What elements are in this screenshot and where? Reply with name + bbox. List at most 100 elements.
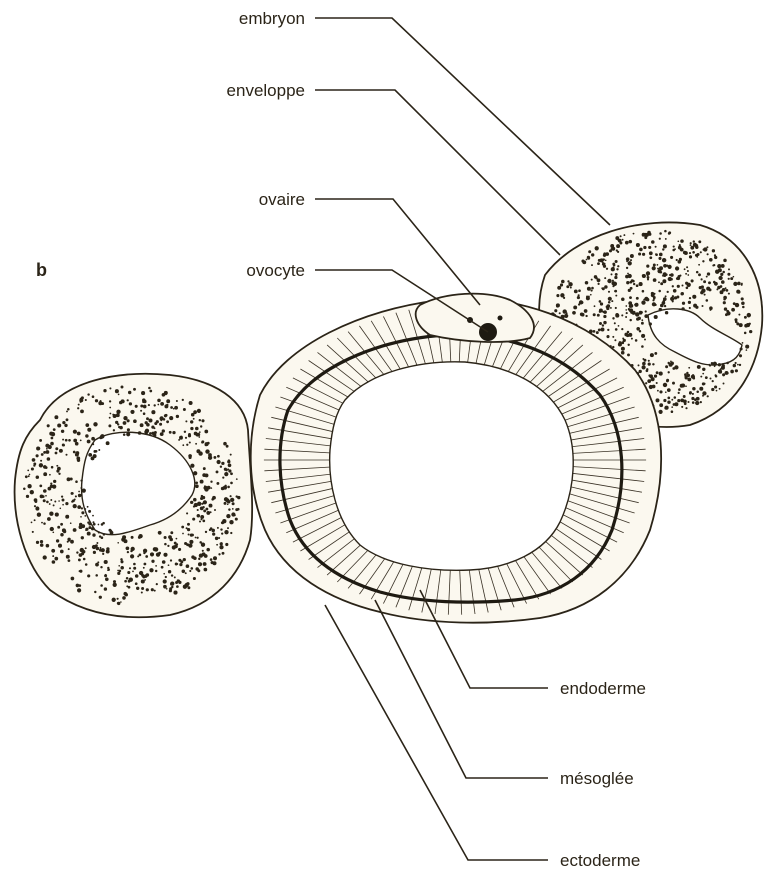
- stipple-dot: [636, 303, 638, 305]
- stipple-dot: [93, 523, 96, 526]
- stipple-dot: [636, 297, 639, 300]
- stipple-dot: [209, 504, 213, 508]
- stipple-dot: [31, 522, 33, 524]
- stipple-dot: [656, 371, 659, 374]
- stipple-dot: [201, 419, 204, 422]
- stipple-dot: [672, 295, 674, 297]
- stipple-dot: [647, 276, 650, 279]
- stipple-dot: [112, 598, 116, 602]
- stipple-dot: [722, 271, 725, 274]
- stipple-dot: [178, 559, 181, 562]
- stipple-dot: [197, 409, 201, 413]
- stipple-dot: [746, 349, 748, 351]
- stipple-dot: [584, 309, 588, 313]
- stipple-dot: [713, 281, 716, 284]
- stipple-dot: [601, 328, 605, 332]
- stipple-dot: [98, 401, 102, 405]
- stipple-dot: [98, 449, 100, 451]
- stipple-dot: [92, 515, 94, 517]
- stipple-dot: [557, 286, 561, 290]
- stipple-dot: [646, 298, 650, 302]
- stipple-dot: [649, 256, 652, 259]
- stipple-dot: [227, 527, 229, 529]
- stipple-dot: [723, 383, 725, 385]
- stipple-dot: [110, 413, 112, 415]
- stipple-dot: [143, 552, 145, 554]
- stipple-dot: [169, 431, 172, 434]
- stipple-dot: [154, 431, 157, 434]
- stipple-dot: [696, 253, 699, 256]
- stipple-dot: [189, 456, 192, 459]
- stipple-dot: [616, 249, 618, 251]
- stipple-dot: [717, 286, 720, 289]
- stipple-dot: [738, 314, 740, 316]
- stipple-dot: [207, 486, 211, 490]
- stipple-dot: [120, 560, 123, 563]
- stipple-dot: [173, 591, 177, 595]
- stipple-dot: [735, 369, 738, 372]
- stipple-dot: [78, 491, 80, 493]
- stipple-dot: [734, 365, 736, 367]
- stipple-dot: [659, 238, 661, 240]
- stipple-dot: [226, 445, 229, 448]
- stipple-dot: [177, 579, 179, 581]
- stipple-dot: [236, 495, 238, 497]
- stipple-dot: [687, 377, 691, 381]
- stipple-dot: [626, 257, 630, 261]
- stipple-dot: [642, 362, 646, 366]
- stipple-dot: [46, 501, 49, 504]
- stipple-dot: [126, 577, 129, 580]
- stipple-dot: [204, 568, 207, 571]
- stipple-dot: [607, 329, 609, 331]
- stipple-dot: [185, 572, 187, 574]
- stipple-dot: [594, 275, 597, 278]
- stipple-dot: [200, 425, 202, 427]
- stipple-dot: [641, 365, 645, 369]
- stipple-dot: [127, 419, 130, 422]
- stipple-dot: [668, 265, 672, 269]
- stipple-dot: [194, 411, 197, 414]
- stipple-dot: [43, 451, 46, 454]
- stipple-dot: [648, 374, 650, 376]
- stipple-dot: [682, 302, 685, 305]
- stipple-dot: [642, 290, 645, 293]
- stipple-dot: [654, 374, 657, 377]
- stipple-dot: [87, 428, 91, 432]
- stipple-dot: [133, 419, 137, 423]
- stipple-dot: [700, 376, 702, 378]
- stipple-dot: [189, 401, 193, 405]
- stipple-dot: [43, 465, 47, 469]
- stipple-dot: [603, 321, 606, 324]
- stipple-dot: [673, 246, 675, 248]
- stipple-dot: [627, 353, 630, 356]
- stipple-dot: [39, 463, 43, 467]
- stipple-dot: [221, 542, 223, 544]
- stipple-dot: [603, 310, 607, 314]
- stipple-dot: [62, 421, 65, 424]
- stipple-dot: [222, 477, 224, 479]
- stipple-dot: [621, 328, 623, 330]
- stipple-dot: [91, 527, 94, 530]
- stipple-dot: [176, 415, 179, 418]
- stipple-dot: [66, 410, 68, 412]
- stipple-dot: [39, 439, 42, 442]
- stipple-dot: [81, 511, 84, 514]
- stipple-dot: [71, 492, 73, 494]
- stipple-dot: [628, 344, 630, 346]
- stipple-dot: [706, 276, 708, 278]
- stipple-dot: [202, 496, 205, 499]
- stipple-dot: [32, 458, 36, 462]
- label-ectoderme: ectoderme: [560, 851, 640, 870]
- stipple-dot: [95, 574, 98, 577]
- stipple-dot: [56, 465, 58, 467]
- stipple-dot: [193, 418, 195, 420]
- stipple-dot: [677, 285, 680, 288]
- stipple-dot: [620, 235, 622, 237]
- stipple-dot: [120, 601, 122, 603]
- stipple-dot: [636, 327, 640, 331]
- stipple-dot: [676, 296, 679, 299]
- stipple-dot: [668, 371, 670, 373]
- stipple-dot: [178, 439, 180, 441]
- stipple-dot: [606, 268, 608, 270]
- stipple-dot: [707, 272, 710, 275]
